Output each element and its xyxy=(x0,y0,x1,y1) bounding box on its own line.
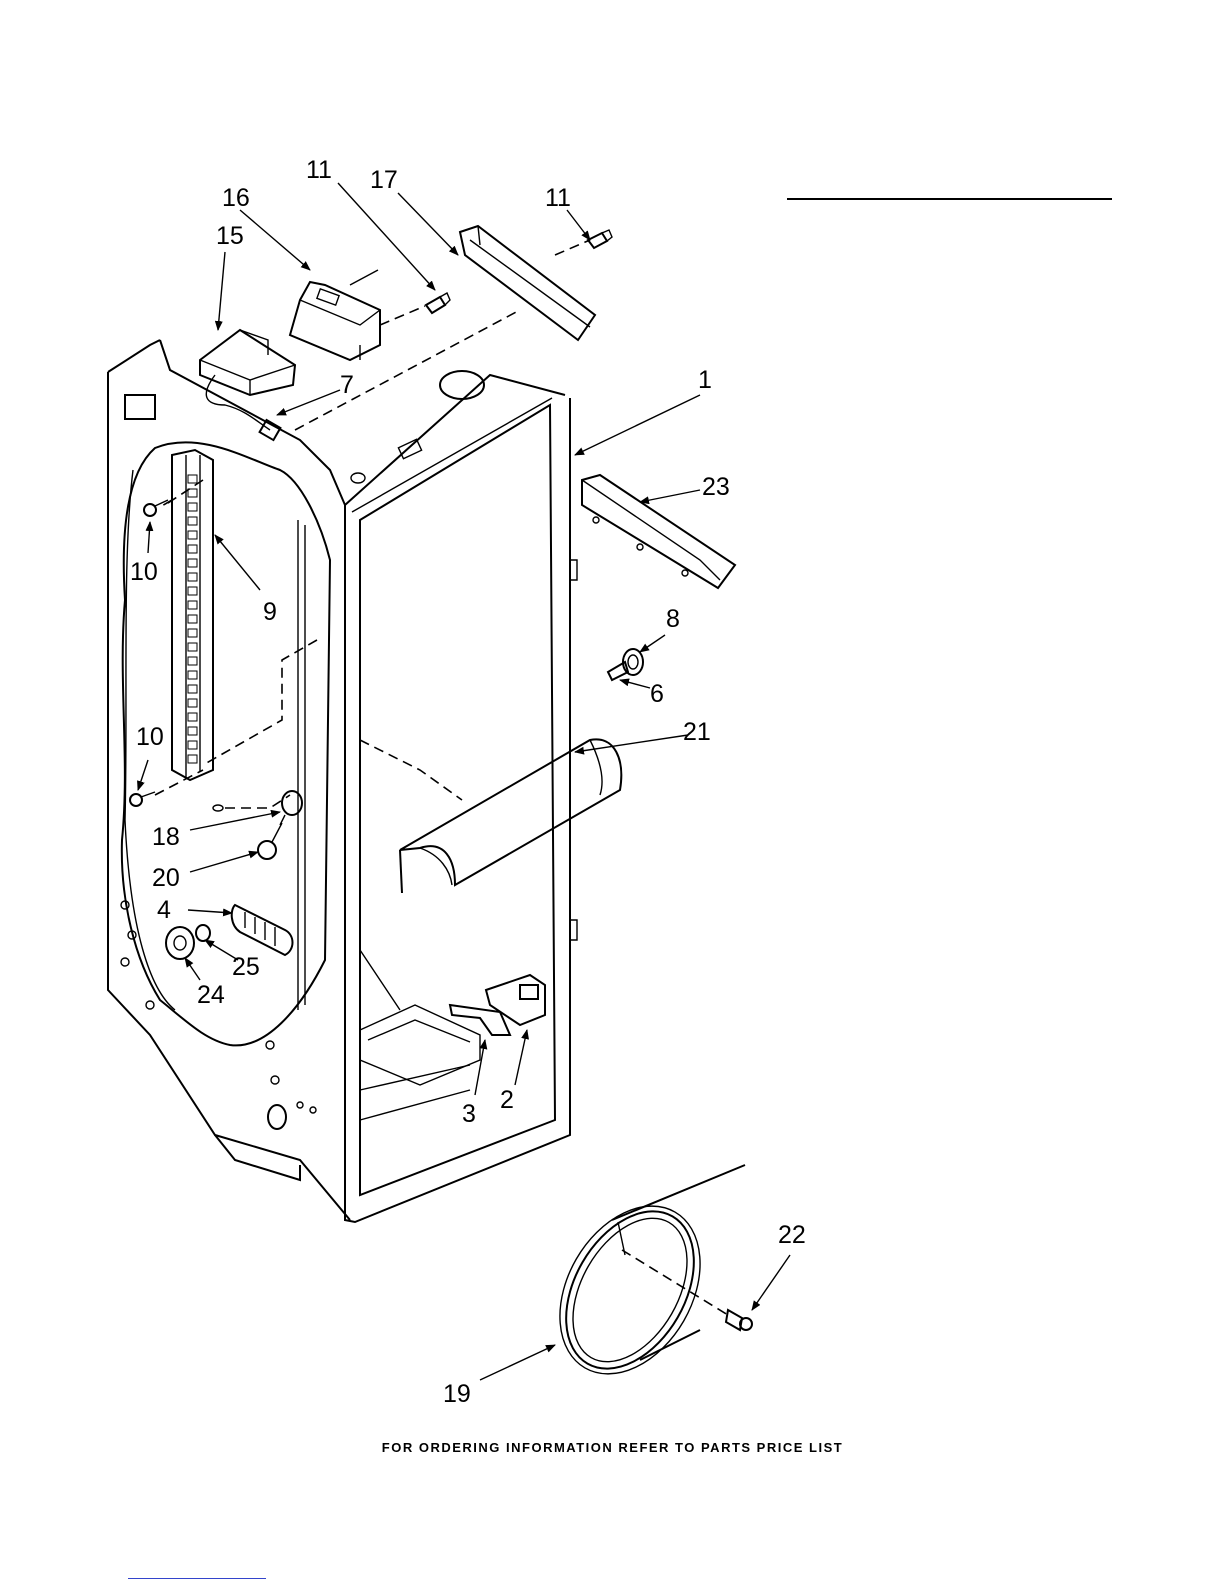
rail-slot xyxy=(188,741,197,749)
top-trim xyxy=(460,226,595,340)
callout-4: 4 xyxy=(157,896,171,924)
rail-slot xyxy=(188,629,197,637)
rail-slot xyxy=(188,685,197,693)
rail-slot xyxy=(188,545,197,553)
rail-slot xyxy=(188,755,197,763)
control-knob xyxy=(166,925,210,959)
callout-22: 22 xyxy=(778,1221,806,1249)
callout-11-left: 11 xyxy=(306,156,332,184)
assembly-lines xyxy=(155,240,728,1315)
callout-10-lower: 10 xyxy=(136,723,164,751)
callout-8: 8 xyxy=(666,605,680,633)
rail-slot xyxy=(188,615,197,623)
screw-10-lower xyxy=(130,792,155,806)
callout-1: 1 xyxy=(698,366,712,394)
rail-slot xyxy=(188,489,197,497)
control-grille xyxy=(232,905,293,955)
rail-slot xyxy=(188,517,197,525)
callout-3: 3 xyxy=(462,1100,476,1128)
screw-11-left xyxy=(426,293,450,313)
rail-slot xyxy=(188,475,197,483)
rail-slot xyxy=(188,657,197,665)
callout-labels: 1 2 3 4 6 7 8 9 10 10 11 11 15 16 17 18 … xyxy=(130,156,806,1408)
rail-slot xyxy=(188,559,197,567)
rail-slot xyxy=(188,601,197,609)
callout-6: 6 xyxy=(650,680,664,708)
rail-slot xyxy=(188,713,197,721)
rail-slot xyxy=(188,643,197,651)
rail-slot xyxy=(188,573,197,581)
link-underline xyxy=(128,1578,266,1579)
water-tube-coil xyxy=(531,1165,745,1399)
rail-slot xyxy=(188,699,197,707)
screw-11-right xyxy=(588,230,612,248)
callout-15: 15 xyxy=(216,222,244,250)
control-bracket xyxy=(290,270,380,360)
footer-note: FOR ORDERING INFORMATION REFER TO PARTS … xyxy=(0,1440,1225,1455)
rail-slot xyxy=(188,531,197,539)
rail-slot xyxy=(188,587,197,595)
control-housing xyxy=(200,330,295,440)
lower-brackets xyxy=(450,975,545,1035)
callout-21: 21 xyxy=(683,718,711,746)
callout-20: 20 xyxy=(152,864,180,892)
callout-7: 7 xyxy=(340,371,354,399)
callout-11-right: 11 xyxy=(545,184,571,212)
rail-slots xyxy=(188,475,197,763)
callout-19: 19 xyxy=(443,1380,471,1408)
title-rule xyxy=(787,198,1112,200)
leader-lines xyxy=(138,183,790,1380)
cabinet-spacer xyxy=(608,649,643,680)
rail-slot xyxy=(188,671,197,679)
screw-22 xyxy=(726,1310,752,1330)
callout-10-upper: 10 xyxy=(130,558,158,586)
callout-2: 2 xyxy=(500,1086,514,1114)
rail-slot xyxy=(188,503,197,511)
screw-10-upper xyxy=(144,500,168,516)
callout-18: 18 xyxy=(152,823,180,851)
callout-25: 25 xyxy=(232,953,260,981)
callout-23: 23 xyxy=(702,473,730,501)
lamp-socket xyxy=(213,791,302,859)
callout-9: 9 xyxy=(263,598,277,626)
callout-16: 16 xyxy=(222,184,250,212)
callout-24: 24 xyxy=(197,981,225,1009)
air-duct-cover xyxy=(400,739,621,893)
rail-slot xyxy=(188,727,197,735)
callout-17: 17 xyxy=(370,166,398,194)
